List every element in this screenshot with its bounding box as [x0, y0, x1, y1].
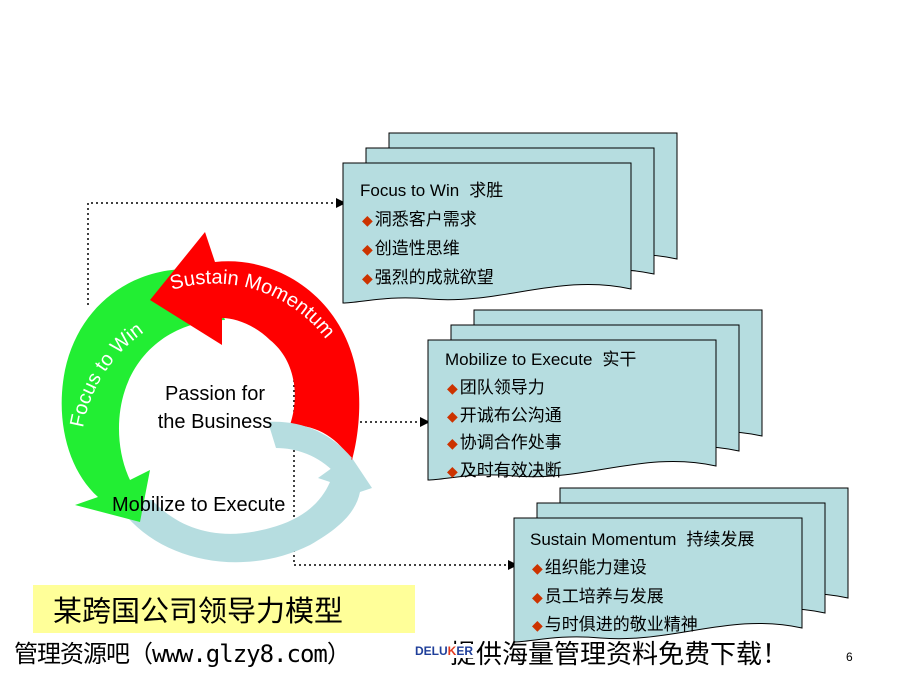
- card-front-sheet: [427, 339, 717, 481]
- center-label: Passion for the Business: [140, 380, 290, 436]
- card-mobilize-title-en: Mobilize to Execute: [445, 350, 593, 369]
- card-focus-item: ◆创造性思维: [362, 239, 460, 258]
- page-number: 6: [846, 650, 853, 664]
- diamond-bullet-icon: ◆: [532, 617, 543, 633]
- card-mobilize-title: Mobilize to Execute 实干: [445, 345, 636, 370]
- sustain-arrow: [150, 232, 360, 460]
- card-focus-title: Focus to Win 求胜: [360, 176, 503, 201]
- connector-focus-arrowhead: [336, 198, 346, 208]
- model-title: 某跨国公司领导力模型: [33, 585, 415, 633]
- card-mobilize-item: ◆开诚布公沟通: [447, 406, 562, 425]
- card-focus-title-en: Focus to Win: [360, 181, 460, 200]
- card-focus-title-cn: 求胜: [469, 181, 504, 200]
- diamond-bullet-icon: ◆: [362, 241, 373, 257]
- card-mobilize-item: ◆及时有效决断: [447, 461, 562, 480]
- deluker-logo: DELUKER: [413, 644, 476, 658]
- card-front-sheet: [342, 162, 632, 304]
- center-label-line-2: the Business: [157, 411, 273, 433]
- diamond-bullet-icon: ◆: [447, 408, 458, 424]
- mobilize-arrow: [115, 455, 372, 563]
- diamond-bullet-icon: ◆: [447, 380, 458, 396]
- diamond-bullet-icon: ◆: [532, 589, 543, 605]
- diamond-bullet-icon: ◆: [362, 270, 373, 286]
- card-mobilize-title-cn: 实干: [602, 350, 637, 369]
- diamond-bullet-icon: ◆: [447, 435, 458, 451]
- arc-label-mobilize: Mobilize to Execute: [112, 494, 286, 516]
- card-sustain-title-cn: 持续发展: [686, 530, 755, 549]
- footer-download-text: 提供海量管理资料免费下载！: [450, 640, 789, 670]
- card-sustain-item: ◆与时俱进的敬业精神: [532, 615, 698, 634]
- diamond-bullet-icon: ◆: [532, 560, 543, 576]
- card-sustain-item: ◆员工培养与发展: [532, 587, 664, 606]
- center-label-line-1: Passion for: [164, 383, 266, 405]
- diamond-bullet-icon: ◆: [447, 463, 458, 479]
- footer-source-text: 管理资源吧（www.glzy8.com）: [14, 640, 351, 668]
- diamond-bullet-icon: ◆: [362, 212, 373, 228]
- card-sustain-item: ◆组织能力建设: [532, 558, 647, 577]
- card-sustain-title-en: Sustain Momentum: [530, 530, 677, 549]
- connector-sustain-arrowhead: [508, 560, 518, 570]
- connector-focus: [87, 202, 340, 305]
- connector-sustain: [293, 360, 512, 566]
- card-mobilize-item: ◆团队领导力: [447, 378, 545, 397]
- focus-arrow: [61, 268, 225, 522]
- mobilize-arrow-overlap: [268, 421, 352, 474]
- connector-mobilize-arrowhead: [420, 417, 430, 427]
- card-focus-item: ◆强烈的成就欲望: [362, 268, 494, 287]
- card-sustain-title: Sustain Momentum 持续发展: [530, 525, 754, 550]
- card-focus-item: ◆洞悉客户需求: [362, 210, 477, 229]
- card-front-sheet: [513, 517, 803, 643]
- card-mobilize-item: ◆协调合作处事: [447, 433, 562, 452]
